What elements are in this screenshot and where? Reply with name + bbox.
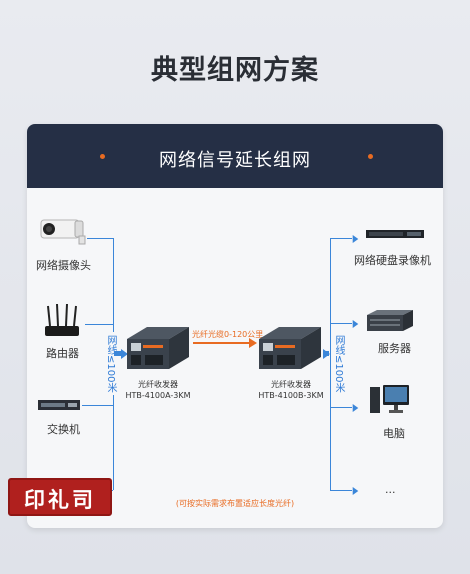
camera-icon [40,219,86,245]
header-dot-left [100,154,105,159]
left-arrow-stub [114,351,121,356]
right-branch-arrow-3 [352,404,359,412]
transceiver-a-icon [127,327,189,369]
card-header: 网络信号延长组网 [27,124,443,188]
card-title: 网络信号延长组网 [159,150,311,171]
left-branch-1 [87,238,113,239]
left-device-label-switch: 交换机 [47,423,80,436]
left-device-label-camera: 网络摄像头 [36,259,91,272]
left-branch-2 [85,324,113,325]
left-branch-3 [82,405,113,406]
header-dot-right [368,154,373,159]
fiber-line [193,342,253,344]
computer-icon [370,385,409,413]
cable-label-right: 网线≤100米 [331,332,346,396]
transceiver-a-model: HTB-4100A-3KM [125,391,191,400]
nvr-icon [366,230,424,238]
right-branch-arrow-4 [352,487,359,495]
right-device-label-server: 服务器 [378,342,411,355]
right-branch-3 [330,407,352,408]
right-branch-arrow-2 [352,320,359,328]
right-branch-2 [330,323,352,324]
right-device-label-nvr: 网络硬盘录像机 [354,254,431,267]
right-branch-arrow-1 [352,235,359,243]
right-arrow [323,349,330,359]
fiber-label: 光纤光缆0-120公里 [192,330,264,339]
left-device-label-router: 路由器 [46,347,79,360]
transceiver-b-model: HTB-4100B-3KM [258,391,324,400]
brand-seal-logo: 印礼司 [8,478,112,516]
router-icon [45,304,79,336]
server-icon [367,310,413,331]
right-branch-1 [330,238,352,239]
transceiver-a-name: 光纤收发器 [138,380,178,389]
transceiver-b-name: 光纤收发器 [271,380,311,389]
switch-icon [38,400,80,410]
fiber-arrow-right-icon [249,338,257,348]
left-arrow [121,349,128,359]
right-branch-4 [330,490,352,491]
cable-label-left: 网线≤100米 [103,332,118,396]
seal-text: 印礼司 [24,487,96,512]
fiber-note: (可按实际需求布置适应长度光纤) [175,499,295,508]
right-device-label-more: ... [385,483,396,496]
transceiver-b-icon [259,327,321,369]
right-device-label-computer: 电脑 [383,427,405,440]
page-title: 典型组网方案 [151,55,319,86]
right-bus-line [330,238,331,490]
network-diagram-card: 网络信号延长组网 网络摄像头 路由器 交换机 网线≤100米 [27,124,443,528]
